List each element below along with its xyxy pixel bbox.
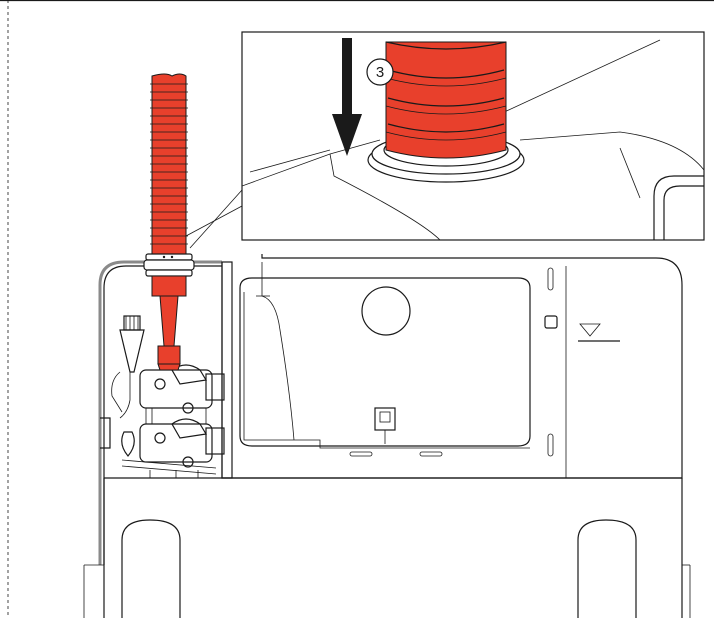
detail-inset: 3: [241, 31, 705, 241]
cistern-frame: [83, 254, 691, 618]
detail-callout-lines: [185, 189, 243, 249]
step-number-badge: 3: [366, 58, 394, 86]
drain-rod: [143, 73, 195, 371]
water-level-icon: [578, 323, 620, 342]
down-arrow-icon: [332, 38, 362, 156]
step-number: 3: [376, 64, 384, 81]
valve-assembly: [111, 315, 225, 478]
